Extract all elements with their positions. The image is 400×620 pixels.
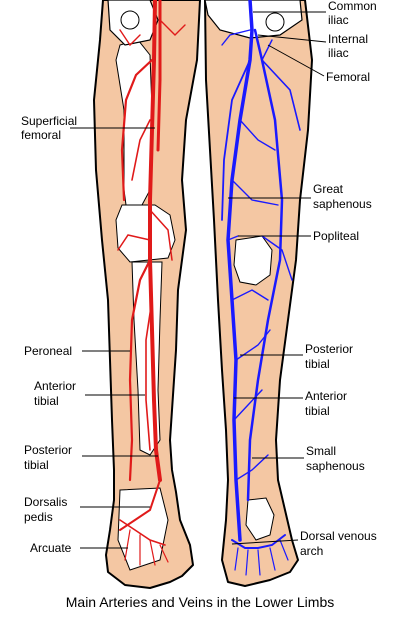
label-internal-iliac: Internal iliac: [257, 32, 368, 60]
label-great-saphenous-line1: Great: [313, 182, 344, 196]
label-posterior-tibial-left-line2: tibial: [24, 458, 49, 472]
label-dorsalis-pedis-line2: pedis: [24, 510, 53, 524]
label-dorsal-venous-arch: Dorsal venous arch: [231, 529, 377, 558]
label-common-iliac-line2: iliac: [328, 13, 349, 27]
right-leg: [204, 0, 313, 587]
label-peroneal-text: Peroneal: [24, 344, 72, 358]
label-superficial-femoral-line1: Superficial: [21, 114, 77, 128]
label-popliteal: Popliteal: [238, 229, 359, 243]
label-internal-iliac-line2: iliac: [328, 46, 349, 60]
label-arcuate-text: Arcuate: [30, 541, 72, 555]
left-arteries: [117, 0, 186, 566]
left-foot-bones: [117, 487, 169, 571]
label-dorsal-venous-arch-line1: Dorsal venous: [300, 529, 377, 543]
label-posterior-tibial-left: Posterior tibial: [24, 443, 158, 472]
label-internal-iliac-line1: Internal: [328, 32, 368, 46]
label-superficial-femoral-line2: femoral: [21, 128, 61, 142]
label-arcuate: Arcuate: [30, 541, 128, 555]
label-anterior-tibial-left: Anterior tibial: [34, 379, 145, 408]
label-peroneal: Peroneal: [24, 344, 130, 358]
label-dorsal-venous-arch-line2: arch: [300, 544, 323, 558]
label-small-saphenous-line2: saphenous: [306, 459, 365, 473]
label-common-iliac-line1: Common: [328, 0, 377, 13]
label-small-saphenous: Small saphenous: [252, 444, 365, 473]
right-knee-bone: [233, 235, 273, 286]
right-hip-bone: [204, 0, 303, 39]
left-hip-joint: [120, 10, 140, 30]
right-hip-joint: [265, 12, 285, 32]
left-hip-bone: [107, 0, 159, 46]
label-anterior-tibial-right-line1: Anterior: [305, 389, 347, 403]
label-anterior-tibial-right-line2: tibial: [305, 404, 330, 418]
label-posterior-tibial-right-line2: tibial: [305, 357, 330, 371]
label-dorsalis-pedis: Dorsalis pedis: [24, 495, 150, 524]
left-knee-bones: [115, 204, 176, 263]
label-superficial-femoral: Superficial femoral: [21, 114, 155, 142]
label-common-iliac: Common iliac: [253, 0, 377, 27]
label-posterior-tibial-left-line1: Posterior: [24, 443, 72, 457]
label-great-saphenous-line2: saphenous: [313, 197, 372, 211]
label-dorsalis-pedis-line1: Dorsalis: [24, 495, 67, 509]
label-anterior-tibial-left-line1: Anterior: [34, 379, 76, 393]
left-leg: [93, 0, 201, 589]
label-femoral-text: Femoral: [326, 70, 370, 84]
label-femoral: Femoral: [267, 44, 370, 84]
label-anterior-tibial-right: Anterior tibial: [234, 389, 347, 418]
label-small-saphenous-line1: Small: [306, 444, 336, 458]
diagram-caption: Main Arteries and Veins in the Lower Lim…: [66, 594, 334, 610]
label-great-saphenous: Great saphenous: [228, 182, 372, 211]
label-posterior-tibial-right: Posterior tibial: [240, 342, 353, 371]
right-leg-outline: [204, 0, 313, 587]
label-anterior-tibial-left-line2: tibial: [34, 394, 59, 408]
right-foot-bone: [245, 497, 275, 541]
label-popliteal-text: Popliteal: [313, 229, 359, 243]
label-posterior-tibial-right-line1: Posterior: [305, 342, 353, 356]
